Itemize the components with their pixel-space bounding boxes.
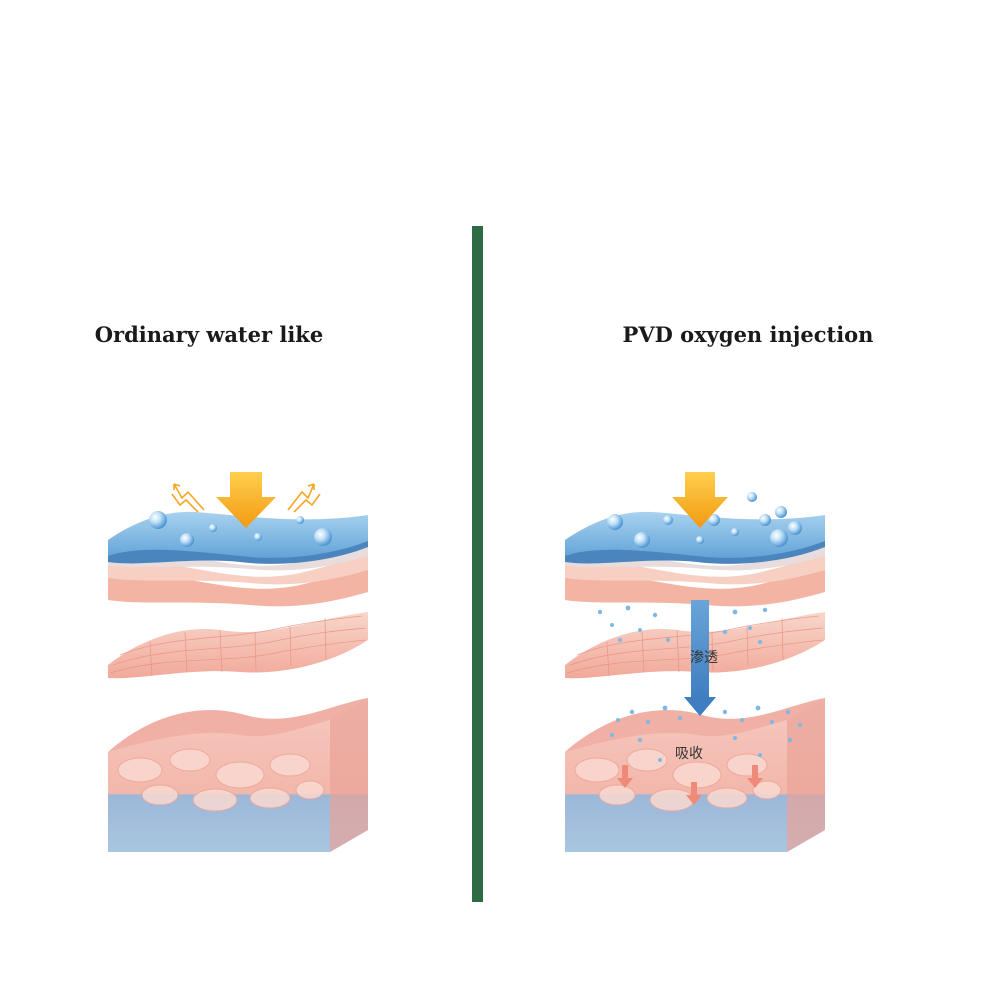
left-water-droplets xyxy=(149,511,332,547)
panel-divider xyxy=(472,226,483,902)
left-tissue-block xyxy=(108,698,368,852)
right-panel-title: PVD oxygen injection xyxy=(622,322,874,347)
penetration-dots xyxy=(597,605,802,762)
left-top-layer xyxy=(108,511,368,607)
penetrate-label: 渗透 xyxy=(690,650,718,666)
right-tissue-block xyxy=(565,698,825,852)
absorb-label: 吸收 xyxy=(675,746,703,762)
left-panel-title: Ordinary water like xyxy=(94,322,324,347)
right-water-droplets xyxy=(607,492,802,548)
down-arrow-icon xyxy=(672,472,728,528)
left-middle-mesh-layer xyxy=(108,612,368,679)
absorption-arrows xyxy=(617,765,763,805)
down-arrow-icon xyxy=(216,472,276,528)
right-top-layer xyxy=(565,511,825,607)
reflect-arrow-icon xyxy=(171,483,321,513)
flow-arrow-icon xyxy=(684,600,716,716)
